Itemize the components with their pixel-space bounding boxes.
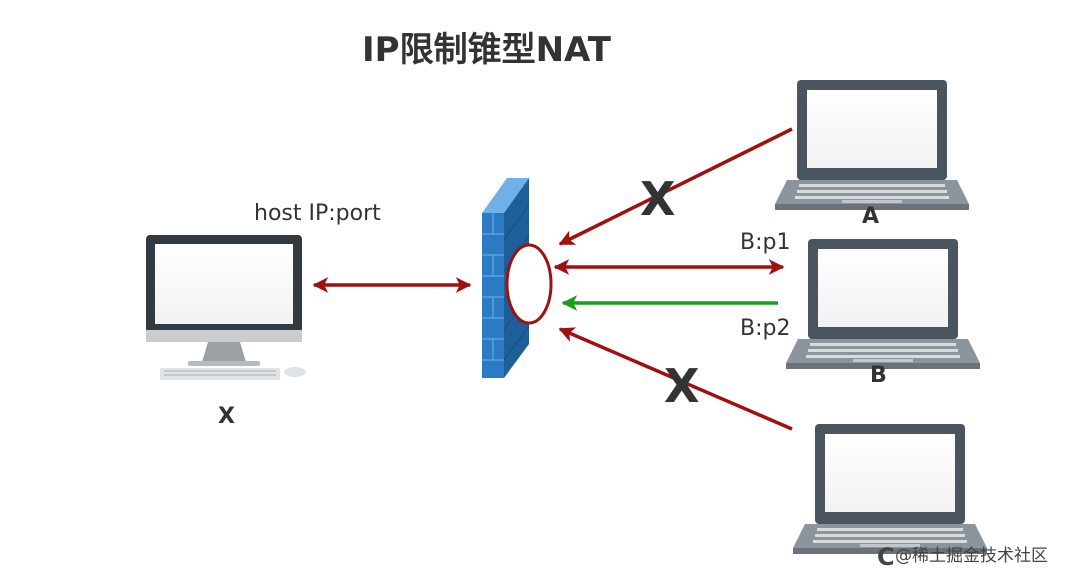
blocked-x-mark-c: X <box>664 359 699 413</box>
port-label-p1: B:p1 <box>740 230 790 255</box>
node-a-label: A <box>862 204 879 229</box>
desktop-monitor-icon <box>146 235 306 380</box>
page-title: IP限制锥型NAT <box>362 30 612 70</box>
host-ip-port-label: host IP:port <box>254 201 381 226</box>
node-x-label: X <box>218 404 235 429</box>
port-label-p2: B:p2 <box>740 316 790 341</box>
laptop-c-blocked-arrow <box>558 327 793 431</box>
laptop-c-icon <box>793 424 987 554</box>
laptop-b-icon <box>786 239 980 369</box>
blocked-x-mark-a: X <box>640 172 675 226</box>
watermark-logo: C <box>877 543 895 571</box>
laptop-a-blocked-arrow <box>558 127 793 246</box>
nat-mapping-ellipse <box>505 243 553 325</box>
watermark-text: @稀土掘金技术社区 <box>895 546 1048 566</box>
node-b-label: B <box>870 363 887 388</box>
laptop-a-icon <box>775 80 969 210</box>
